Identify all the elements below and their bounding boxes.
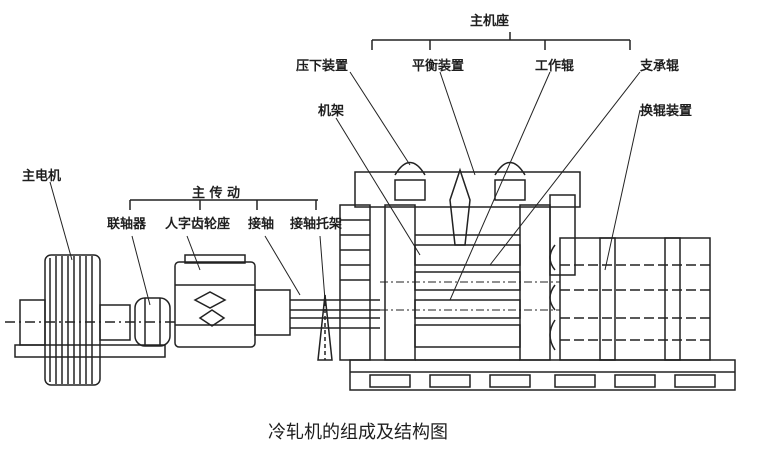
spindles <box>255 290 380 360</box>
coupling <box>135 298 170 346</box>
label-spindle: 接轴 <box>248 217 275 232</box>
label-roll-change-device: 换辊装置 <box>640 104 693 119</box>
main-motor <box>5 255 175 385</box>
label-coupling: 联轴器 <box>107 217 147 232</box>
label-main-motor: 主电机 <box>22 169 62 184</box>
label-spindle-support: 接轴托架 <box>290 217 343 232</box>
label-housing: 机架 <box>318 104 345 119</box>
label-main-drive: 主 传 动 <box>192 186 241 201</box>
label-pinion-stand: 人字齿轮座 <box>165 217 231 232</box>
main-stand-bracket <box>372 32 630 50</box>
label-screwdown-device: 压下装置 <box>296 59 349 74</box>
roll-change-device <box>550 238 710 360</box>
label-work-roll: 工作辊 <box>535 59 575 74</box>
main-drive-bracket <box>130 200 318 210</box>
figure-caption: 冷轧机的组成及结构图 <box>268 422 448 443</box>
leader-lines <box>50 72 640 305</box>
label-balance-device: 平衡装置 <box>412 59 465 74</box>
label-main-stand: 主机座 <box>470 14 510 29</box>
base-plate <box>350 360 735 390</box>
pinion-stand <box>175 255 255 347</box>
mill-housing <box>340 163 580 361</box>
label-backup-roll: 支承辊 <box>640 59 680 74</box>
